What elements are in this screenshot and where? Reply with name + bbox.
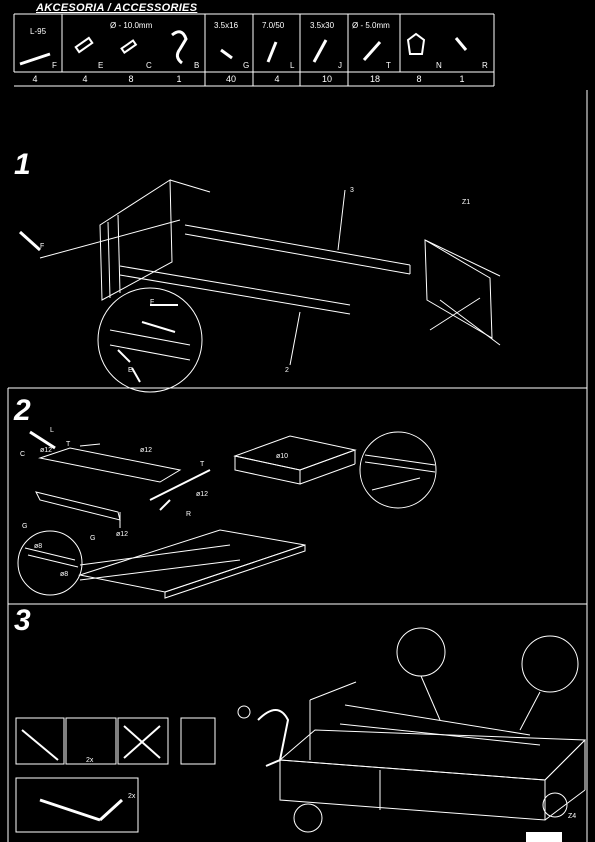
count-n: 8 — [416, 74, 422, 84]
label-dowel-size: Ø - 10.0mm — [110, 21, 153, 30]
callout-s2-a: T — [66, 441, 71, 448]
callout-s3-b: 2x — [86, 757, 94, 764]
callout-s2-g: C — [20, 451, 25, 458]
label-screw-long: 3.5x30 — [310, 21, 335, 30]
letter-c: C — [146, 61, 152, 70]
letter-e: E — [98, 61, 103, 70]
callout-s2-b: ø12 — [40, 447, 52, 454]
callout-s2-c: T — [200, 461, 205, 468]
letter-b: B — [194, 61, 199, 70]
accessories-title: AKCESORIA / ACCESSORIES — [36, 2, 198, 14]
label-l-size: L-95 — [30, 27, 47, 36]
callout-s3-a: 2x — [128, 793, 136, 800]
page-corner-tab — [526, 832, 562, 842]
callout-s3-c: Z4 — [568, 813, 576, 820]
letter-g: G — [243, 61, 249, 70]
label-bolt-size: Ø - 5.0mm — [352, 21, 390, 30]
count-e: 4 — [82, 74, 88, 84]
callout-s2-j: G — [22, 523, 27, 530]
callout-s2-f: R — [186, 511, 191, 518]
callout-s1-b: Z1 — [462, 199, 470, 206]
callout-s1-c: F — [40, 243, 44, 250]
callout-s2-m: ø8 — [34, 543, 42, 550]
count-b: 1 — [176, 74, 182, 84]
callout-s2-d: ø12 — [140, 447, 152, 454]
letter-j: J — [338, 61, 342, 70]
letter-l: L — [290, 61, 295, 70]
count-l: 4 — [274, 74, 280, 84]
count-j: 10 — [321, 74, 332, 84]
callout-s1-f: E — [128, 367, 133, 374]
count-f: 4 — [32, 74, 38, 84]
step-number-2: 2 — [14, 394, 31, 427]
step-number-3: 3 — [14, 604, 31, 637]
callout-s1-d: 2 — [285, 367, 289, 374]
letter-t: T — [386, 61, 391, 70]
callout-s2-e: ø12 — [196, 491, 208, 498]
count-c: 8 — [128, 74, 134, 84]
step3-drawing — [15, 627, 587, 833]
callout-s2-i: ø12 — [116, 531, 128, 538]
step2-drawing — [17, 430, 437, 599]
count-r: 1 — [459, 74, 465, 84]
label-screw-small: 3.5x16 — [214, 21, 239, 30]
step1-drawing — [18, 179, 501, 393]
step-number-1: 1 — [14, 148, 31, 181]
letter-n: N — [436, 61, 442, 70]
callout-s2-l: L — [50, 427, 54, 434]
accessory-table — [13, 13, 495, 87]
callout-s2-h: ø10 — [276, 453, 288, 460]
count-g: 40 — [225, 74, 236, 84]
label-screw-tool: 7.0/50 — [262, 21, 285, 30]
letter-f: F — [52, 61, 57, 70]
callout-s1-a: 3 — [350, 187, 354, 194]
callout-s2-n: ø8 — [60, 571, 68, 578]
letter-r: R — [482, 61, 488, 70]
count-t: 18 — [369, 74, 380, 84]
hardware-icons — [19, 30, 468, 66]
callout-s2-k: G — [90, 535, 95, 542]
callout-s1-e: F — [150, 299, 154, 306]
